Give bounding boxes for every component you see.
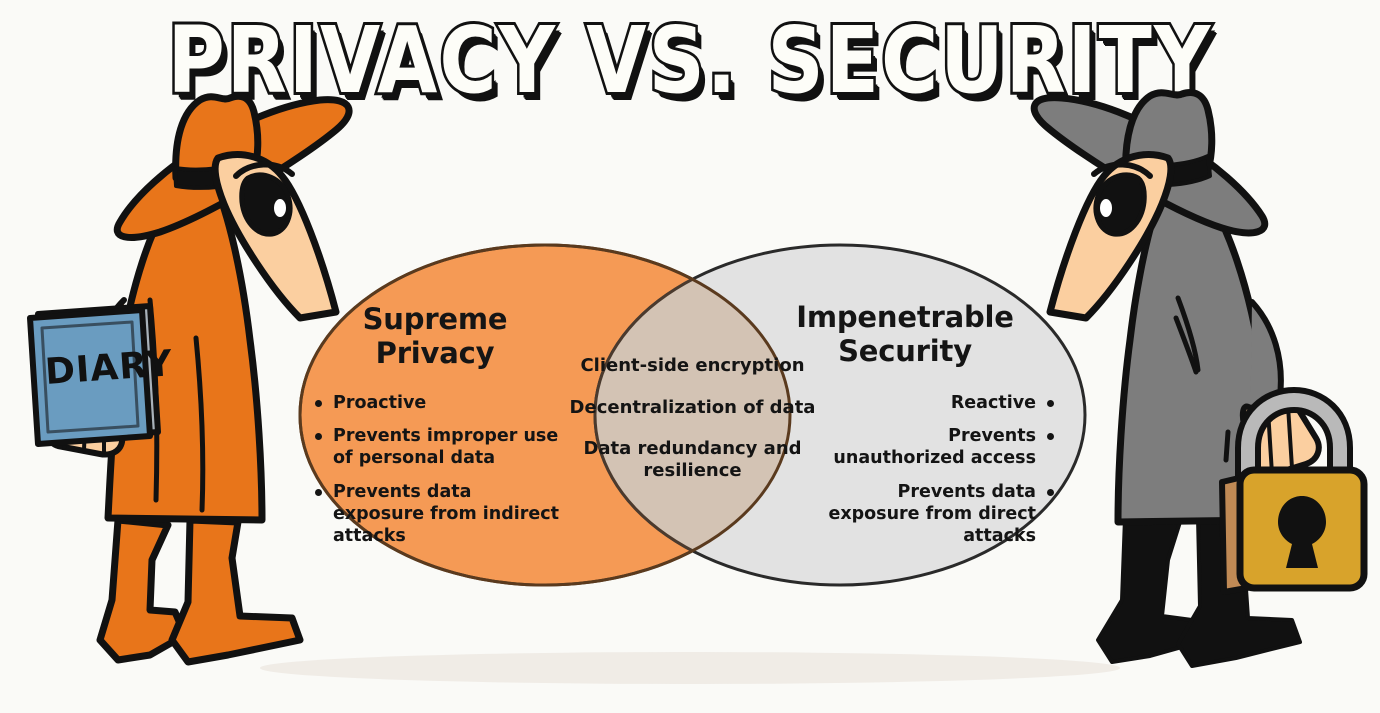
ground-shadow (260, 652, 1120, 684)
coat-right-cuff-line (1223, 429, 1231, 463)
coat-fold-line-2 (193, 335, 206, 513)
spy-right-finger-line-2 (1286, 404, 1294, 470)
coat-right-fold-1 (1175, 295, 1201, 373)
spy-right-eye-highlight (1100, 199, 1112, 217)
coat-right-fold-2 (1173, 315, 1199, 375)
orange-spy-character: DIARY (27, 92, 353, 666)
spy-left-eye-highlight (274, 199, 286, 217)
privacy-circle-outline (298, 243, 792, 587)
diary-book-inner-line (40, 320, 140, 434)
spy-right-eyebrow (1091, 161, 1153, 179)
spy-left-eye (239, 172, 293, 237)
venn-intersection (593, 245, 790, 585)
padlock-shackle-inner (1241, 393, 1347, 500)
spy-left-eyebrow (233, 161, 295, 179)
diary-label: DIARY (44, 343, 175, 393)
spy-right-eye (1093, 172, 1147, 237)
keyhole-icon (1278, 496, 1326, 568)
spy-left-leg-front (168, 516, 304, 666)
diary-book-cover (27, 307, 153, 447)
